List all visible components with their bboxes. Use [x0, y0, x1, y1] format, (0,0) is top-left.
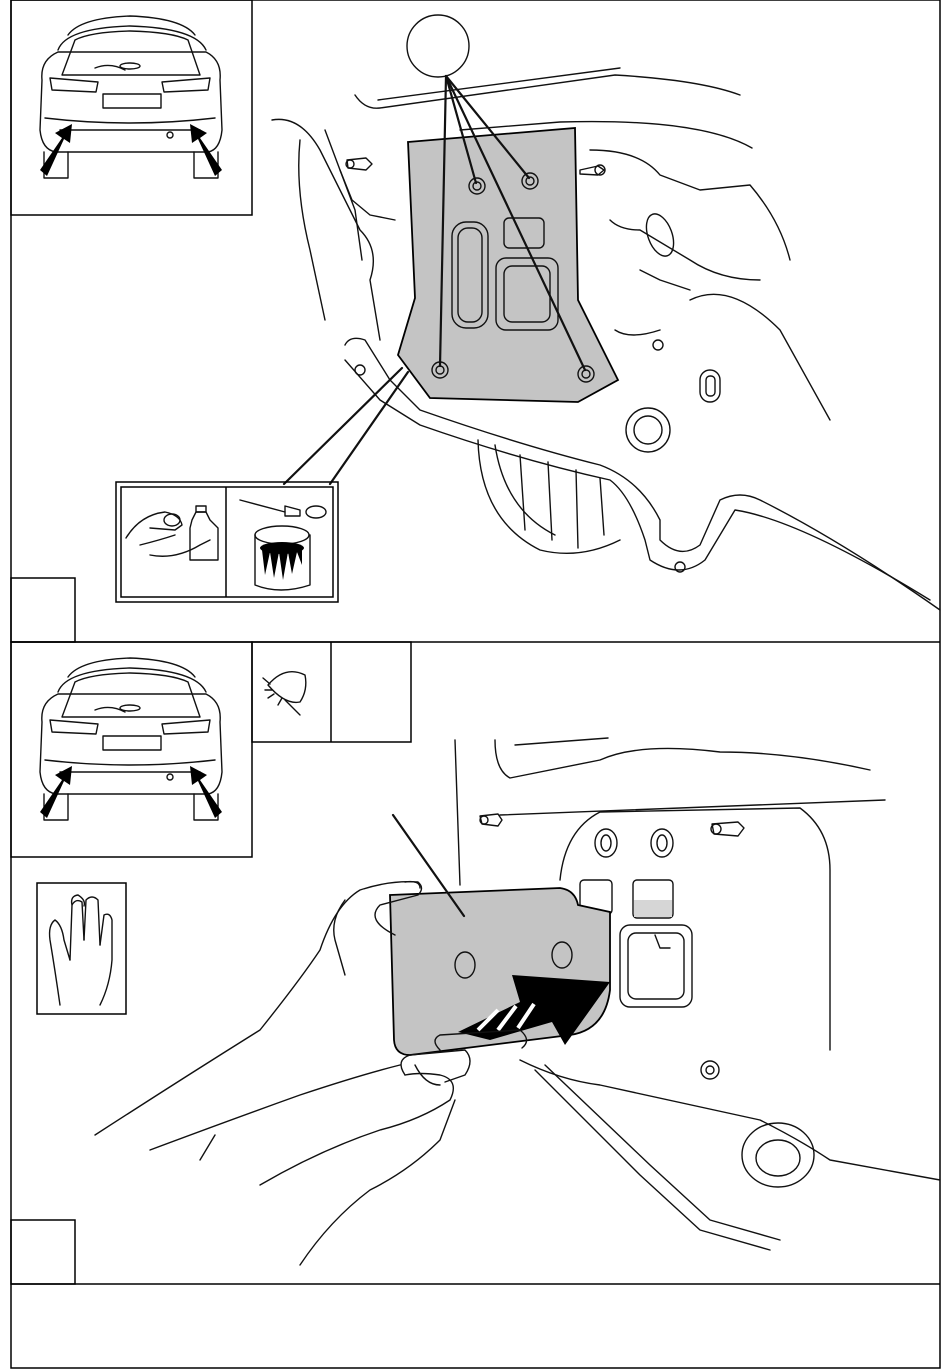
car-rear-view-icon — [11, 642, 252, 857]
preparation-inset — [116, 368, 408, 602]
step-number-box-2 — [11, 1220, 75, 1284]
car-rear-view-icon — [11, 0, 252, 215]
no-tool-eye-icon — [263, 672, 306, 715]
finger-press-hand-icon — [37, 883, 126, 1014]
step-number-box-1 — [11, 578, 75, 642]
panel-1-body-structure — [272, 68, 940, 610]
cleaning-hands-icon — [126, 506, 218, 560]
reinforcement-plate-in-hand — [390, 815, 610, 1055]
adhesive-brush-jar-icon — [240, 500, 326, 590]
tool-icon-box — [252, 642, 411, 742]
